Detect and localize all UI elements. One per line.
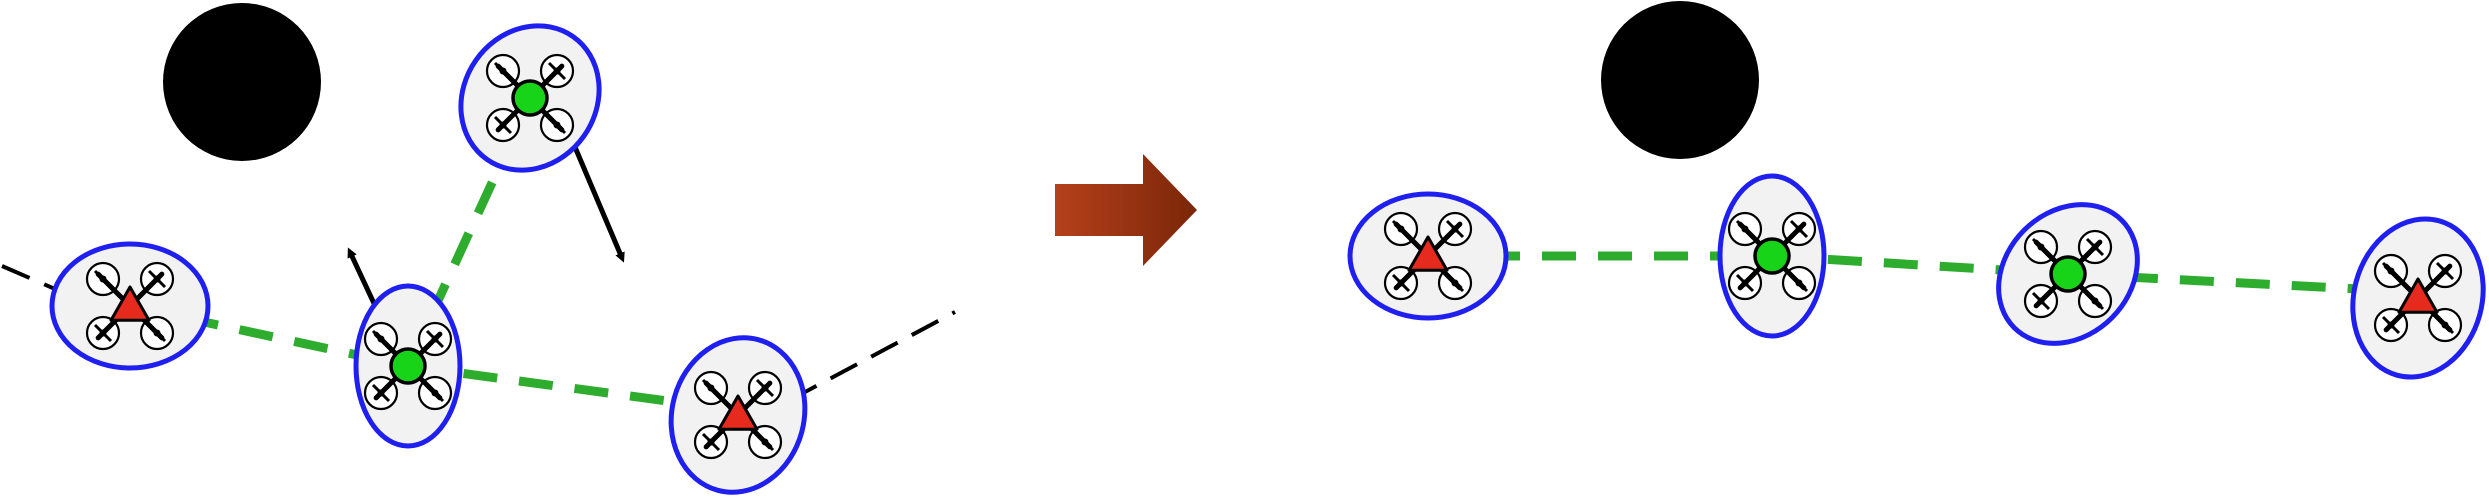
follower-circle-icon xyxy=(2049,255,2087,293)
quadrotor-icon xyxy=(1383,211,1473,301)
obstacle-after xyxy=(1601,1,1759,159)
follower-robot xyxy=(1996,202,2140,346)
follower-circle-icon xyxy=(1753,237,1791,275)
quadrotor-icon xyxy=(2373,253,2463,343)
leader-triangle-icon xyxy=(109,285,151,322)
leader-robot xyxy=(1347,191,1509,321)
quadrotor-icon xyxy=(363,321,453,411)
follower-robot xyxy=(458,23,602,173)
follower-robot xyxy=(353,283,463,449)
leader-robot xyxy=(49,241,211,371)
quadrotor-icon xyxy=(693,370,783,460)
leader-triangle-icon xyxy=(2397,277,2439,314)
transition-arrow-icon xyxy=(1055,154,1197,266)
follower-circle-icon xyxy=(389,347,427,385)
motion-arrow-up-left xyxy=(347,247,381,314)
follower-robot xyxy=(1717,173,1827,339)
leader-robot xyxy=(2350,216,2486,380)
motion-arrow-down-right xyxy=(569,139,625,263)
obstacle-before xyxy=(163,3,321,161)
follower-circle-icon xyxy=(511,79,549,117)
leader-triangle-icon xyxy=(1407,235,1449,272)
before-panel xyxy=(1,3,956,495)
leader-triangle-icon xyxy=(717,394,759,431)
quadrotor-icon xyxy=(485,53,575,143)
quadrotor-icon xyxy=(2023,229,2113,319)
after-panel xyxy=(1347,1,2486,380)
leader-robot xyxy=(668,335,808,495)
external-path-right xyxy=(789,310,956,402)
